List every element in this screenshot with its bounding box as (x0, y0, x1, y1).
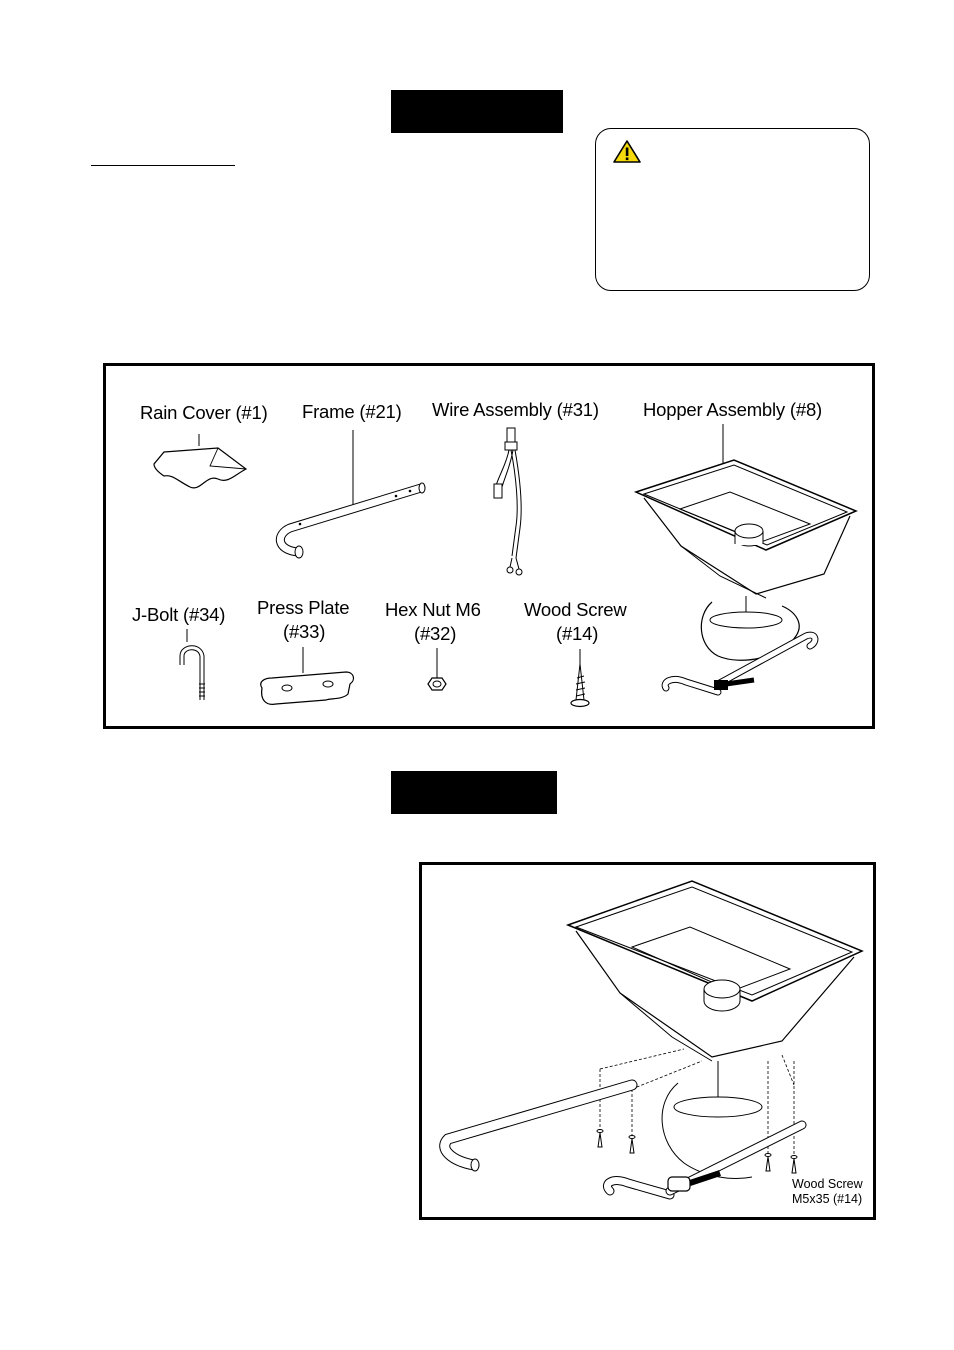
warning-box (595, 128, 870, 291)
parts-panel: Rain Cover (#1) Frame (#21) Wire Assembl… (103, 363, 875, 729)
label-press-plate-2: (#33) (283, 621, 326, 642)
warning-triangle-icon (613, 140, 641, 163)
wire-assembly-drawing (493, 427, 523, 576)
assembly-drawing (439, 880, 864, 1200)
label-press-plate-1: Press Plate (257, 597, 350, 618)
j-bolt-drawing (179, 629, 205, 700)
label-wood-screw-1: Wood Screw (524, 599, 627, 620)
section-heading-bar-top (391, 90, 563, 133)
wood-screw-drawing (570, 649, 590, 708)
label-wood-screw-2: (#14) (556, 623, 599, 644)
label-hopper-assembly: Hopper Assembly (#8) (643, 399, 823, 420)
section-heading-bar-bottom (391, 771, 557, 814)
hex-nut-drawing (427, 648, 447, 691)
label-rain-cover: Rain Cover (#1) (140, 402, 268, 423)
label-hex-nut-1: Hex Nut M6 (385, 599, 481, 620)
label-wire-assembly: Wire Assembly (#31) (432, 399, 599, 420)
label-frame: Frame (#21) (302, 401, 402, 422)
assembly-panel: Wood Screw M5x35 (#14) (419, 862, 876, 1220)
frame-drawing (276, 430, 426, 559)
rain-cover-drawing (153, 434, 248, 489)
subheading-underline (91, 165, 235, 166)
label-hex-nut-2: (#32) (414, 623, 457, 644)
press-plate-drawing (260, 647, 355, 705)
label-j-bolt: J-Bolt (#34) (132, 604, 226, 625)
callout-wood-screw-2: M5x35 (#14) (792, 1192, 863, 1206)
hopper-assembly-drawing (633, 424, 858, 696)
callout-wood-screw-1: Wood Screw (792, 1177, 863, 1191)
